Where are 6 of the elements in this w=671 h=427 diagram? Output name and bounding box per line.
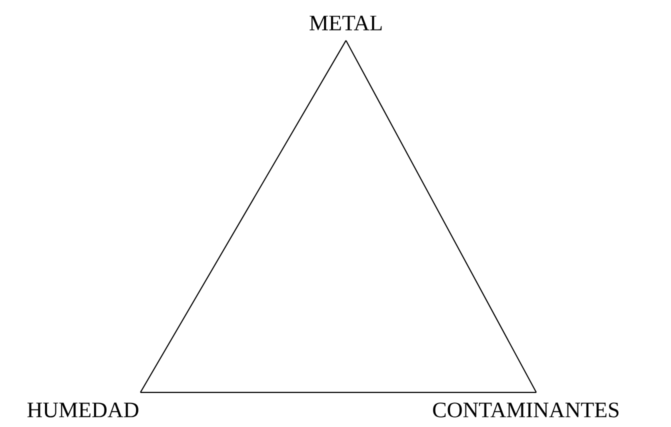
vertex-label: HUMEDAD — [27, 402, 138, 418]
vertex-label: METAL — [310, 16, 382, 30]
triangle-side — [140, 40, 346, 393]
vertex-label: CONTAMINANTES — [433, 402, 618, 418]
triangle-side — [346, 40, 537, 393]
triangle-side — [140, 392, 536, 393]
